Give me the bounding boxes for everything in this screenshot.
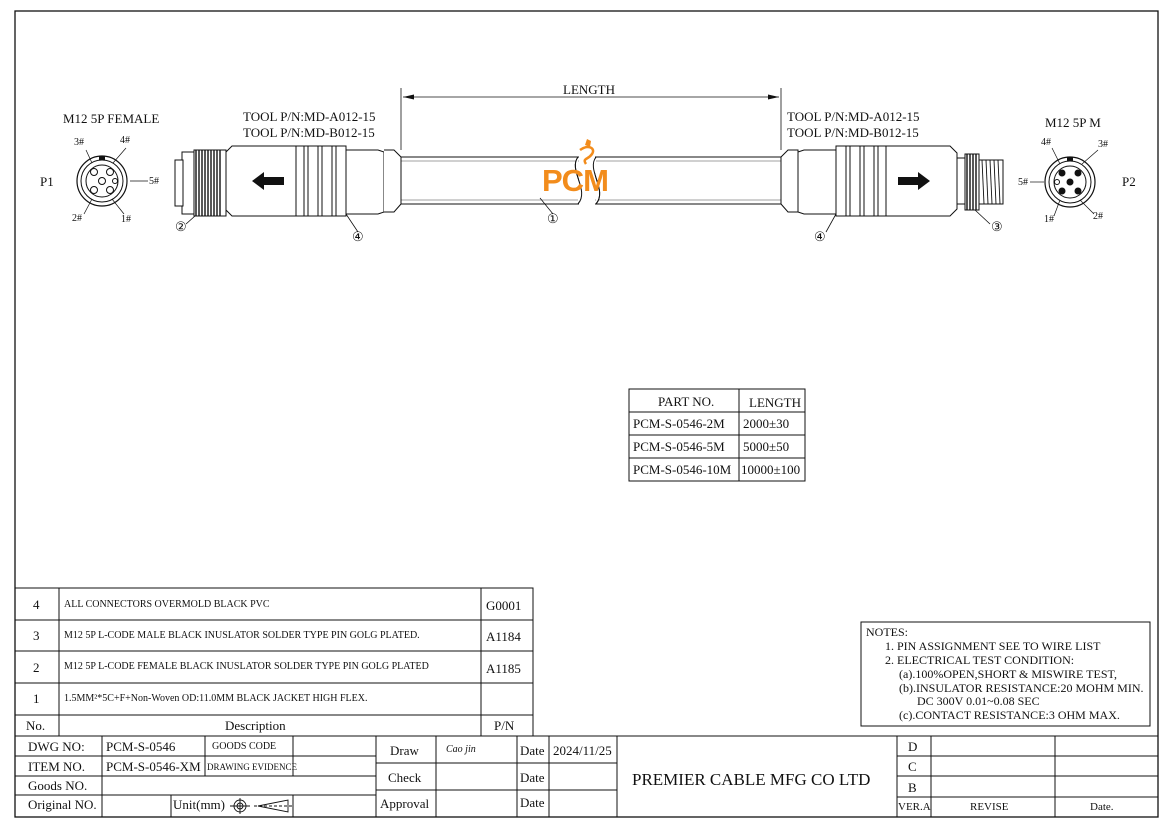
length-table-header: LENGTH [749, 395, 801, 410]
bom-grid [14, 587, 534, 737]
ver-label: VER.A [898, 801, 931, 813]
original-no-label: Original NO. [28, 797, 97, 812]
left-direction-arrow-icon [252, 172, 284, 190]
notes-line: (c).CONTACT RESISTANCE:3 OHM MAX. [899, 708, 1120, 722]
dwg-no-value: PCM-S-0546 [106, 739, 176, 754]
length-table-cell: PCM-S-0546-5M [633, 439, 725, 454]
notes-title: NOTES: [866, 625, 908, 639]
right-tool-pn: TOOL P/N:MD-A012-15 [787, 109, 920, 124]
notes-line: DC 300V 0.01~0.08 SEC [917, 694, 1040, 708]
right-plug-label: P2 [1122, 174, 1136, 189]
right-pin-face-diagram [1030, 147, 1099, 217]
left-pin-label: 4# [120, 135, 130, 146]
bom-no: 4 [33, 597, 40, 612]
rev-letter: D [908, 739, 918, 754]
cable-callout: ① [547, 211, 559, 226]
item-no-label: ITEM NO. [28, 759, 86, 774]
bom-description: ALL CONNECTORS OVERMOLD BLACK PVC [64, 599, 270, 610]
title-block-grid [14, 735, 1159, 818]
notes-box [860, 621, 1151, 727]
bom-header-no: No. [26, 718, 46, 733]
left-pin-label: 5# [149, 176, 159, 187]
approval-label: Approval [380, 796, 430, 811]
company-name: PREMIER CABLE MFG CO LTD [632, 770, 871, 789]
left-connector-drawing [174, 145, 554, 233]
right-callout: ③ [991, 219, 1003, 234]
notes-line: 1. PIN ASSIGNMENT SEE TO WIRE LIST [885, 639, 1101, 653]
item-no-value: PCM-S-0546-XM [106, 759, 201, 774]
length-table-header: PART NO. [658, 394, 715, 409]
right-pin-label: 2# [1093, 211, 1103, 222]
bom-no: 3 [33, 628, 40, 643]
left-pin-label: 3# [74, 137, 84, 148]
bom-description: M12 5P L-CODE FEMALE BLACK INUSLATOR SOL… [64, 661, 429, 672]
draw-signature: Cao jin [446, 744, 476, 755]
draw-date-label: Date [520, 743, 545, 758]
dwg-no-label: DWG NO: [28, 739, 85, 754]
revise-label: REVISE [970, 801, 1009, 813]
rev-letter: C [908, 759, 917, 774]
goods-code-label: GOODS CODE [212, 741, 277, 752]
cable-body [401, 156, 781, 206]
left-pin-label: 2# [72, 213, 82, 224]
length-table-cell: 2000±30 [743, 416, 790, 431]
projection-symbol-icon [230, 798, 292, 814]
right-direction-arrow-icon [898, 172, 930, 190]
length-table-cell: PCM-S-0546-2M [633, 416, 725, 431]
length-table-cell: 10000±100 [741, 462, 801, 477]
drawing-evidence-label: DRAWING EVIDENCE [207, 762, 298, 772]
notes-line: (b).INSULATOR RESISTANCE:20 MOHM MIN. [899, 681, 1144, 695]
pcm-logo-text: PCM [542, 163, 609, 198]
right-tool-pn: TOOL P/N:MD-B012-15 [787, 125, 919, 140]
left-pin-label: 1# [121, 214, 131, 225]
bom-pn: G0001 [486, 598, 522, 613]
length-table-cell: PCM-S-0546-10M [633, 462, 732, 477]
right-pin-label: 5# [1018, 177, 1028, 188]
left-connector-name: M12 5P FEMALE [63, 111, 160, 126]
length-table-cell: 5000±50 [743, 439, 790, 454]
right-pin-label: 1# [1044, 214, 1054, 225]
right-callout: ④ [814, 229, 826, 244]
bom-no: 1 [33, 691, 40, 706]
right-connector-name: M12 5P M [1045, 115, 1101, 130]
length-table-grid [628, 388, 806, 482]
pcm-logo [579, 139, 595, 165]
draw-date-value: 2024/11/25 [553, 743, 612, 758]
notes-line: (a).100%OPEN,SHORT & MISWIRE TEST, [899, 667, 1117, 681]
bom-pn: A1185 [486, 661, 521, 676]
bom-header-pn: P/N [494, 718, 515, 733]
goods-no-label: Goods NO. [28, 778, 88, 793]
date-column-label: Date. [1090, 801, 1114, 813]
bom-description: 1.5MM²*5C+F+Non-Woven OD:11.0MM BLACK JA… [64, 693, 368, 704]
length-label: LENGTH [563, 82, 615, 97]
bom-no: 2 [33, 660, 40, 675]
bom-pn: A1184 [486, 629, 521, 644]
bom-header-description: Description [225, 718, 286, 733]
check-label: Check [388, 770, 422, 785]
left-plug-label: P1 [40, 174, 54, 189]
bom-description: M12 5P L-CODE MALE BLACK INUSLATOR SOLDE… [64, 630, 420, 641]
right-connector-drawing [780, 145, 1004, 233]
approval-date-label: Date [520, 795, 545, 810]
check-date-label: Date [520, 770, 545, 785]
draw-label: Draw [390, 743, 419, 758]
unit-label: Unit(mm) [173, 797, 225, 812]
left-callout: ② [175, 219, 187, 234]
rev-letter: B [908, 780, 917, 795]
left-tool-pn: TOOL P/N:MD-B012-15 [243, 125, 375, 140]
left-callout: ④ [352, 229, 364, 244]
right-pin-label: 4# [1041, 137, 1051, 148]
notes-line: 2. ELECTRICAL TEST CONDITION: [885, 653, 1075, 667]
left-pin-face-diagram [76, 147, 148, 215]
right-pin-label: 3# [1098, 139, 1108, 150]
left-tool-pn: TOOL P/N:MD-A012-15 [243, 109, 376, 124]
